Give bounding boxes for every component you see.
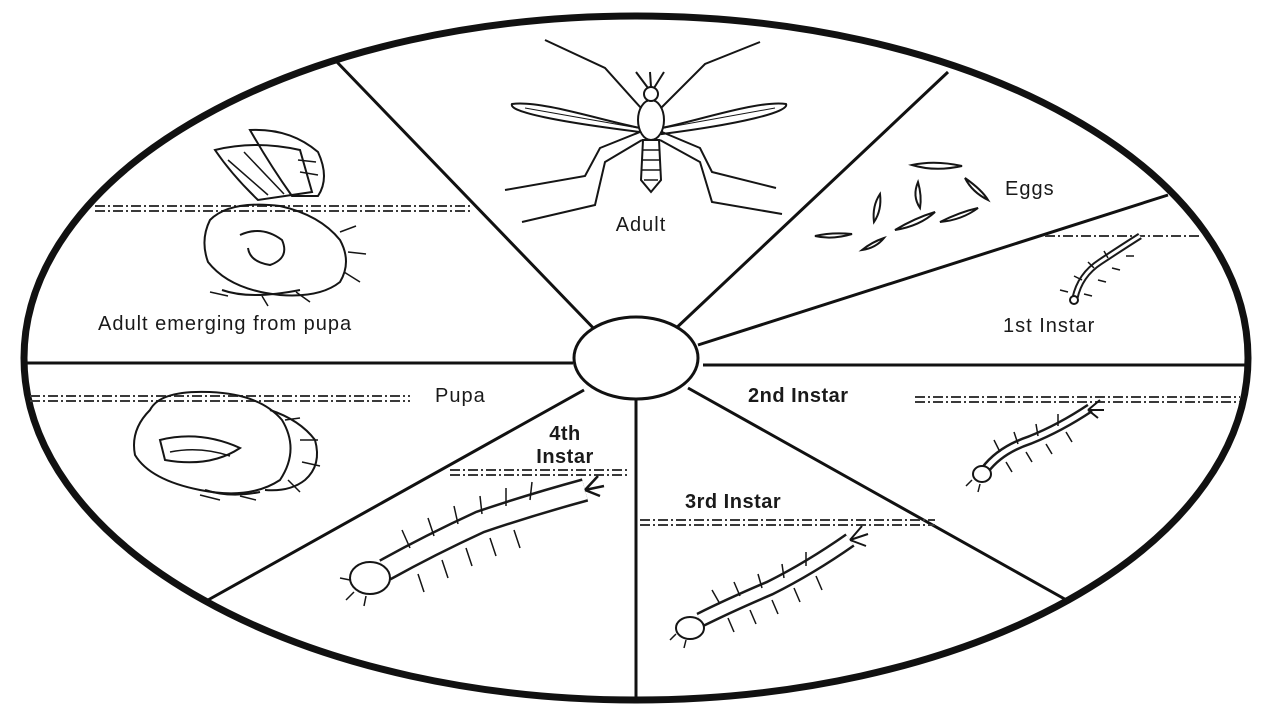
label-eggs: Eggs bbox=[1005, 178, 1055, 200]
label-instar1: 1st Instar bbox=[1003, 315, 1095, 337]
label-pupa: Pupa bbox=[435, 385, 486, 407]
label-adult-emerging: Adult emerging from pupa bbox=[98, 313, 352, 335]
label-instar4-line1: 4th bbox=[549, 423, 581, 445]
adult-head bbox=[644, 87, 658, 101]
label-adult: Adult bbox=[616, 214, 667, 236]
adult-thorax bbox=[638, 100, 664, 140]
label-instar4-line2: Instar bbox=[536, 446, 593, 468]
adult-abdomen bbox=[641, 140, 661, 192]
label-instar3: 3rd Instar bbox=[685, 491, 781, 513]
label-instar2: 2nd Instar bbox=[748, 385, 849, 407]
center-hub bbox=[574, 317, 698, 399]
